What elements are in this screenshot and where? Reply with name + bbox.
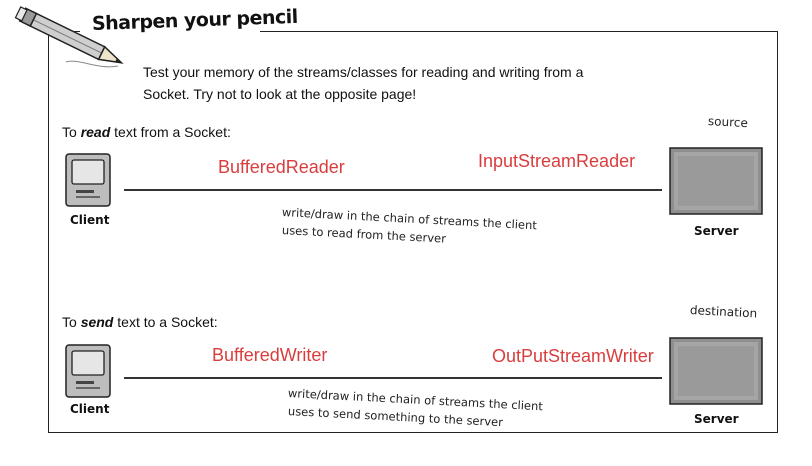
send-section-label: To send text to a Socket: bbox=[62, 314, 218, 330]
heading-mask bbox=[80, 18, 260, 46]
intro-line-2: Socket. Try not to look at the opposite … bbox=[143, 86, 417, 102]
read-server-label: Server bbox=[694, 224, 739, 238]
send-client-label: Client bbox=[70, 402, 110, 416]
send-answer-right: OutPutStreamWriter bbox=[492, 346, 654, 366]
intro-line-1: Test your memory of the streams/classes … bbox=[143, 64, 584, 80]
pencil-icon bbox=[14, 6, 124, 68]
send-answer-left: BufferedWriter bbox=[212, 345, 328, 365]
read-client-label: Client bbox=[70, 213, 110, 227]
source-label: source bbox=[707, 114, 749, 131]
read-section-label: To read text from a Socket: bbox=[62, 124, 231, 140]
read-answer-left: BufferedReader bbox=[218, 157, 345, 177]
send-emphasis: send bbox=[80, 314, 114, 330]
server-icon bbox=[669, 337, 763, 405]
client-computer-icon bbox=[65, 344, 111, 398]
send-connection-line bbox=[124, 377, 662, 379]
client-computer-icon bbox=[65, 153, 111, 207]
read-emphasis: read bbox=[80, 124, 111, 140]
read-connection-line bbox=[124, 189, 662, 191]
send-server-label: Server bbox=[694, 412, 739, 426]
read-answer-right: InputStreamReader bbox=[478, 151, 636, 171]
exercise-frame bbox=[48, 31, 778, 433]
server-icon bbox=[669, 147, 763, 215]
intro-text: Test your memory of the streams/classes … bbox=[143, 61, 703, 105]
